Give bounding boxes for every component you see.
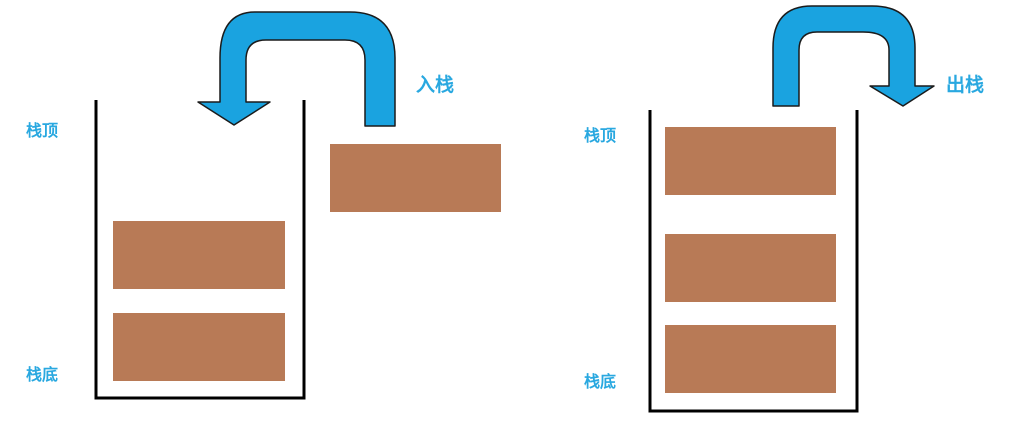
stack-bottom-label-left: 栈底 [26,365,58,384]
push-label: 入栈 [416,73,454,96]
stack-bottom-label-right: 栈底 [584,372,616,391]
push-arrow-icon [197,11,396,127]
pop-label: 出栈 [946,73,984,96]
stack-top-label-left: 栈顶 [26,121,58,140]
pop-diagram: 栈顶 栈底 出栈 [584,5,984,413]
stack-block-left-2 [113,313,285,381]
stack-block-right-2 [665,234,836,302]
stack-top-label-right: 栈顶 [584,126,616,145]
incoming-block [330,144,501,212]
stack-container-right [648,110,859,413]
stack-block-right-1 [665,127,836,195]
stack-block-left-1 [113,221,285,289]
push-diagram: 栈顶 栈底 入栈 [26,11,501,400]
stack-block-right-3 [665,325,836,393]
stack-container-left [94,100,306,400]
pop-arrow-icon [772,5,935,107]
